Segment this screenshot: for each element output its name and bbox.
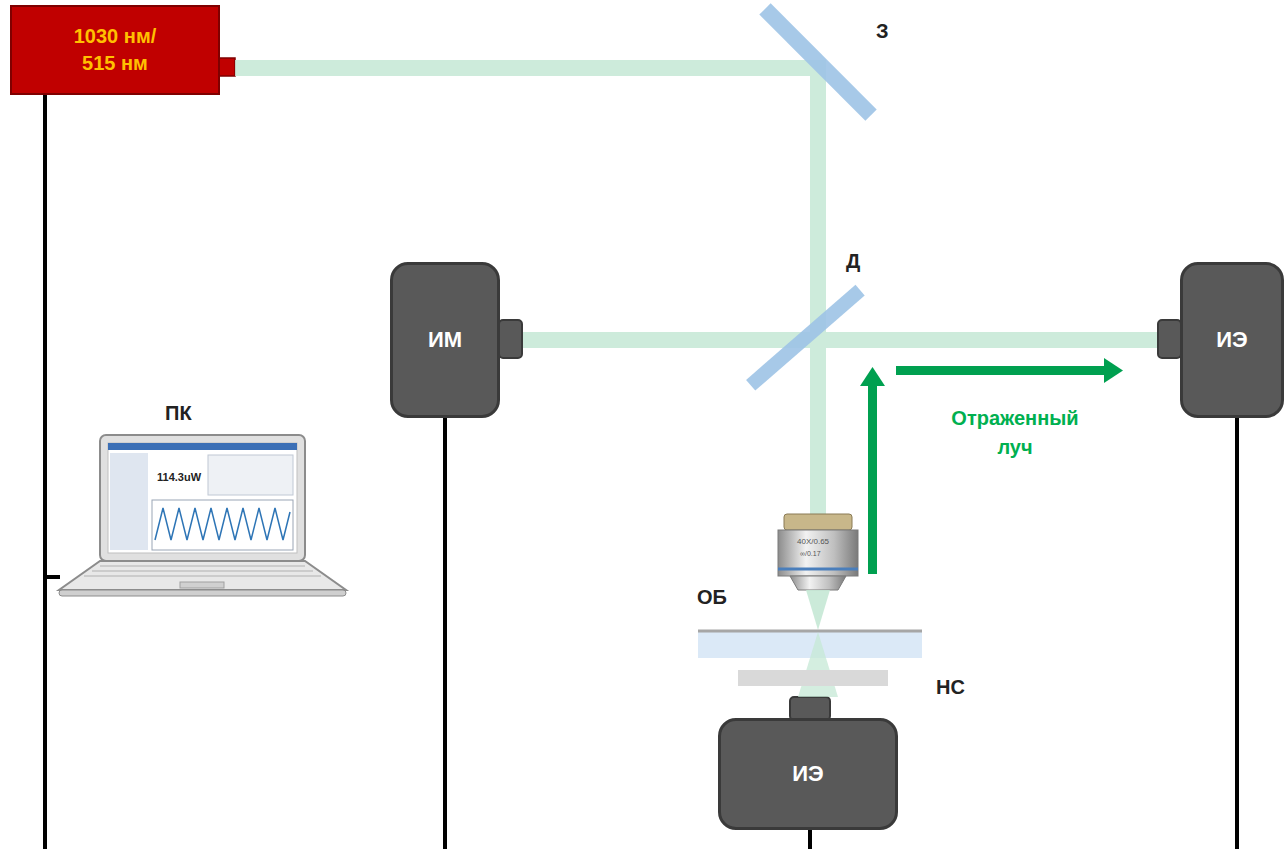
node-title: ИМ (428, 327, 462, 353)
objective-marking: ∞/0.17 (800, 550, 821, 558)
touchpad (180, 582, 224, 588)
wire (43, 577, 47, 849)
node-title: 1030 нм/ 515 нм (60, 23, 170, 77)
wire (443, 418, 447, 849)
title-bar (108, 443, 297, 450)
part-label: З (876, 20, 889, 42)
beam (810, 60, 826, 520)
chart-trace (155, 508, 290, 540)
key-row (92, 571, 313, 572)
objective (778, 514, 858, 630)
dichroic-mirror (746, 285, 865, 391)
device-port (499, 320, 522, 358)
laser-port (219, 58, 235, 76)
side-panel (110, 453, 148, 550)
laptop-edge (59, 590, 346, 596)
node-title: ИЭ (792, 761, 823, 787)
energy-meter: ИЭ (718, 718, 898, 830)
energy-meter: ИЭ (1180, 262, 1284, 418)
focused-beam (806, 590, 830, 630)
reflected-beam-arrows (860, 358, 1123, 574)
node-value: 114.3uW (155, 470, 203, 484)
objective-cap (784, 514, 852, 530)
transmitted-beam (798, 632, 838, 697)
part-label: Д (846, 250, 860, 272)
beam-label: Отраженный луч (935, 404, 1095, 462)
device-port (790, 697, 830, 720)
beam (522, 332, 1160, 348)
keyboard (84, 566, 321, 576)
filter-plate (738, 670, 888, 686)
part-label: ОБ (697, 586, 727, 608)
objective-tip (790, 576, 846, 590)
laptop-screen (100, 435, 305, 561)
key-row (100, 566, 305, 567)
laser-beams (235, 60, 1160, 520)
arrow-head (860, 367, 885, 386)
screen-area (108, 443, 297, 553)
glass-slide (698, 630, 922, 658)
node-title: ПК (165, 402, 192, 425)
key-row (84, 576, 321, 577)
wire (1235, 418, 1239, 849)
slide-surface (698, 630, 922, 633)
computer: ПК 114.3uW (60, 400, 350, 605)
objective-band (778, 568, 858, 571)
arrow-shaft (896, 366, 1106, 375)
wires (45, 418, 1237, 849)
objective-body (778, 530, 858, 576)
laptop (59, 435, 346, 596)
laptop-base (59, 561, 346, 590)
node-title: ИЭ (1216, 327, 1247, 353)
panel (208, 455, 293, 495)
arrow-shaft (868, 384, 877, 574)
beam (235, 60, 826, 76)
arrow-head (1104, 358, 1123, 383)
wire (808, 828, 812, 849)
mirror (759, 3, 876, 120)
laser-source: 1030 нм/ 515 нм (10, 5, 220, 95)
objective-marking: 40X/0.65 (797, 538, 829, 547)
power-meter: ИМ (390, 262, 500, 418)
part-label: НС (936, 676, 965, 698)
signal-wire (45, 95, 60, 577)
chart-frame (152, 500, 293, 550)
device-port (1158, 320, 1181, 358)
